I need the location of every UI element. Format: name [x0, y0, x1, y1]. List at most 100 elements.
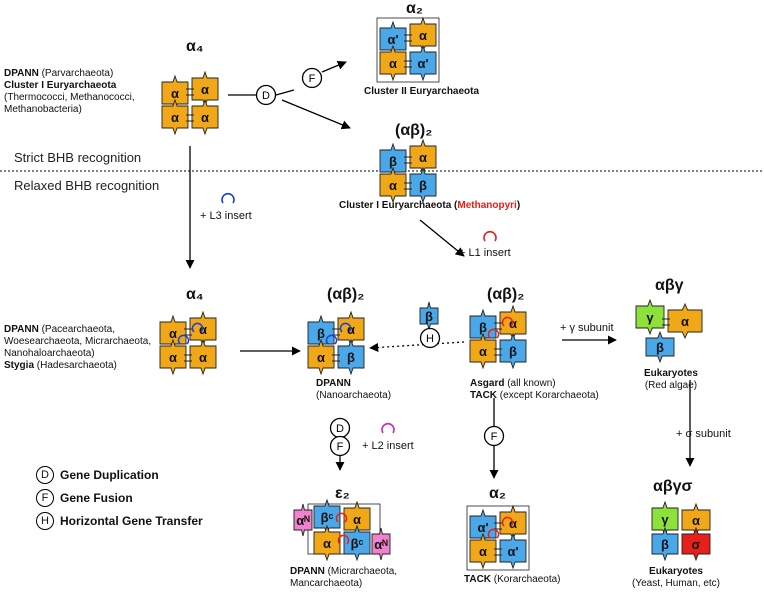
- n8-alphaN2-subunit-label: αᴺ: [374, 537, 388, 552]
- d-to-f: [275, 89, 295, 96]
- duplication-node-label: D: [262, 90, 270, 102]
- n7-linker: [662, 318, 670, 326]
- n2-linker: [404, 34, 412, 42]
- n8-betaC2-subunit: [343, 524, 371, 562]
- n4-bl-subunit: [159, 338, 187, 376]
- n1-linker: [186, 88, 194, 96]
- n4-bl-subunit-label: α: [169, 350, 177, 365]
- fusion-node-label: F: [309, 73, 316, 85]
- fusion-icon: F: [36, 489, 54, 507]
- n2-linker: [404, 60, 412, 68]
- n7-caption: Eukaryotes (Red algae): [644, 368, 698, 391]
- n3-linker: [404, 182, 412, 190]
- n10-beta-subunit: [651, 526, 679, 562]
- n2-title: α₂: [406, 0, 423, 17]
- n5-tl-subunit-label: β: [317, 326, 325, 341]
- n8-title: ε₂: [335, 485, 350, 502]
- n3-to-n6: [419, 219, 465, 257]
- n2-tr-subunit-label: α: [419, 28, 427, 43]
- n7-beta-subunit: [645, 330, 675, 364]
- n2-tl-subunit: [379, 20, 407, 58]
- n3-bl-subunit: [379, 166, 407, 204]
- n4-br-subunit: [189, 338, 217, 376]
- n5-loop: [325, 334, 338, 345]
- n6-tl-subunit-label: β: [479, 320, 487, 335]
- gamma-subunit-label: + γ subunit: [560, 322, 614, 334]
- n9-caption: TACK (Korarchaeota): [464, 574, 561, 585]
- n1-tl-subunit: [161, 74, 189, 112]
- n9-loop2: [501, 516, 514, 527]
- n10-sigma-subunit-label: σ: [692, 537, 701, 552]
- n6-bl-subunit: [469, 332, 497, 370]
- f-to-n2: [321, 60, 347, 73]
- n3-caption: Cluster I Euryarchaeota (Methanopyri): [339, 200, 521, 211]
- hgt-node: [419, 327, 441, 349]
- n7-title: αβγ: [655, 277, 684, 294]
- n3-br-subunit: [409, 166, 437, 204]
- n2-caption: Cluster II Euryarchaeota: [364, 86, 480, 97]
- n9-linker: [494, 548, 502, 556]
- n9-bl-subunit: [469, 532, 497, 570]
- n1-tl-subunit-label: α: [171, 86, 179, 101]
- fusion-node-3-label: F: [491, 431, 498, 443]
- n2-tl-subunit-label: α': [387, 32, 398, 47]
- n9-bl-subunit-label: α: [479, 544, 487, 559]
- hgt-beta-piece: β: [419, 301, 439, 331]
- sigma-subunit-label: + σ subunit: [676, 428, 731, 440]
- n10-beta-subunit-label: β: [661, 537, 669, 552]
- n1-br-subunit: [191, 98, 219, 136]
- hgt-beta-subunit: [419, 301, 439, 331]
- hgt-node-label: H: [426, 333, 434, 345]
- n4-tl-subunit: [159, 314, 187, 352]
- left-top-text: DPANN (Parvarchaeota) Cluster I Euryarch…: [4, 68, 135, 115]
- n10-alpha-subunit-label: α: [692, 513, 700, 528]
- n10-gamma-subunit-label: γ: [661, 512, 669, 527]
- n8-alphaN1-subunit: [293, 503, 313, 537]
- n7-alpha-subunit-label: α: [681, 314, 689, 329]
- n3-linker: [404, 156, 412, 164]
- l1-insert-label: + L1 insert: [459, 247, 511, 259]
- n5-tl-subunit: [307, 314, 335, 352]
- n6-tl-subunit: [469, 308, 497, 346]
- n4-br-subunit-label: α: [199, 350, 207, 365]
- fusion-node: [301, 67, 323, 89]
- duplication-icon: D: [36, 466, 54, 484]
- n7-alpha-subunit: [667, 302, 703, 340]
- n8-loop2: [337, 534, 350, 545]
- l3-insert-label: + L3 insert: [200, 210, 252, 222]
- n4-title: α₄: [186, 286, 204, 303]
- n3-tl-subunit: [379, 142, 407, 180]
- n5-br-subunit-label: β: [347, 350, 355, 365]
- n8-alpha1-subunit: [343, 500, 371, 538]
- n7-gamma-subunit-label: γ: [646, 310, 654, 325]
- n1-br-subunit-label: α: [201, 110, 209, 125]
- n4-loop: [177, 334, 190, 345]
- n8-betaC2-subunit-label: βᶜ: [351, 536, 364, 551]
- n9-frame: [466, 505, 530, 571]
- n4-tl-subunit-label: α: [169, 326, 177, 341]
- n5-bl-subunit: [307, 338, 335, 376]
- n6-bl-subunit-label: α: [479, 344, 487, 359]
- n6-loop: [487, 328, 500, 339]
- n8-loop: [335, 512, 348, 523]
- n2-tr-subunit: [409, 16, 437, 54]
- n5-title: (αβ)₂: [327, 286, 365, 303]
- n9-title: α₂: [489, 485, 506, 502]
- n6-title: (αβ)₂: [487, 286, 525, 303]
- n2-frame: [376, 17, 440, 83]
- n9-tl-subunit: [469, 508, 497, 546]
- n5-br-subunit: [337, 338, 365, 376]
- n6-linker: [494, 348, 502, 356]
- hgt-to-n5: [369, 341, 465, 353]
- n8-alpha1-subunit-label: α: [353, 512, 361, 527]
- strict-recognition-label: Strict BHB recognition: [14, 150, 142, 165]
